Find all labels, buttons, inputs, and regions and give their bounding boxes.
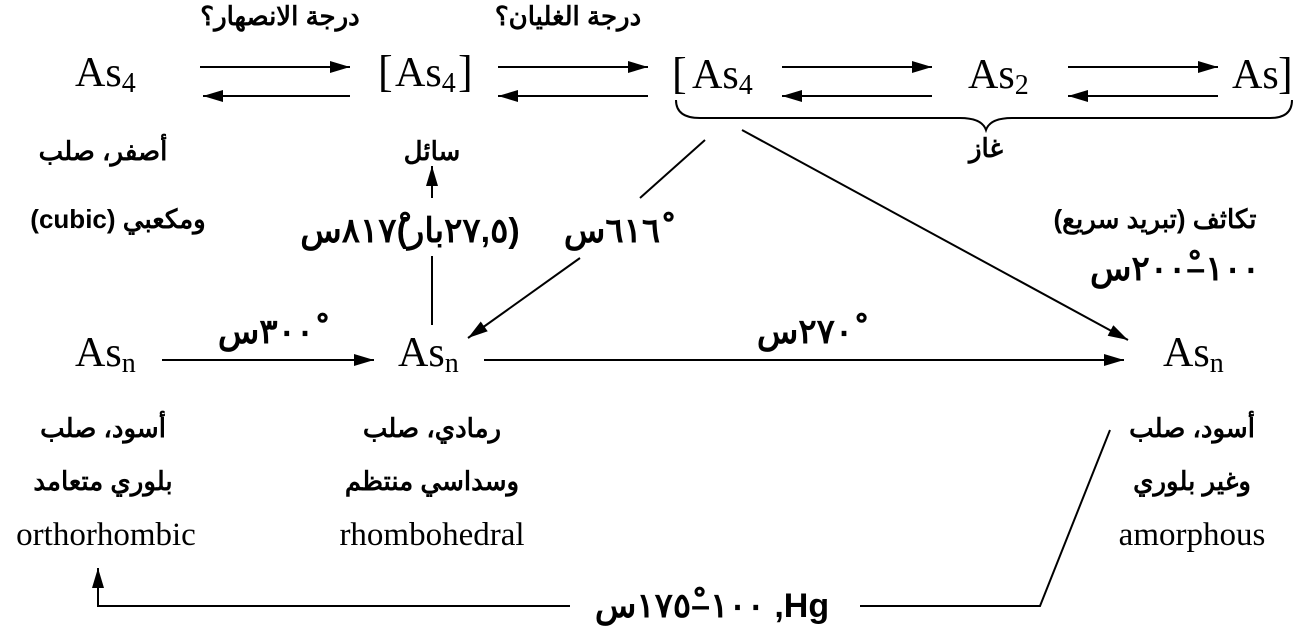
species-as: As <box>1232 52 1279 98</box>
label-orthorhombic: orthorhombic <box>16 517 196 553</box>
species-subscript: 2 <box>1015 70 1029 101</box>
species-base: As <box>692 52 739 98</box>
species-base: As <box>968 52 1015 98</box>
arrow-gas-to-grey-upper <box>639 139 706 199</box>
label-amorphous: amorphous <box>1119 517 1266 553</box>
label-gas: غاز <box>967 133 1003 164</box>
label-rhombohedral: rhombohedral <box>339 517 524 553</box>
arrow-amorphous-to-orthorhombic-left <box>92 568 570 607</box>
label-non-crystalline: وغير بلوري <box>1133 466 1251 497</box>
label-hexagonal-regular: وسداسي منتظم <box>345 466 519 497</box>
bracket-close-gas: ] <box>1278 49 1293 98</box>
species-subscript: n <box>1210 348 1224 379</box>
species-base: As <box>395 50 442 96</box>
label-condensation: تكاثف (تبريد سريع) <box>1054 204 1257 235</box>
species-base: As <box>75 330 122 376</box>
arrow-gas-to-amorphous <box>741 129 1129 341</box>
species-subscript: n <box>122 348 136 379</box>
label-t616: ٦١٦ْس <box>564 211 674 251</box>
species-asn-amorphous: Asn <box>1163 330 1224 379</box>
species-asn-black: Asn <box>75 330 136 379</box>
species-base: As <box>1232 52 1279 98</box>
label-black-solid: أسود، صلب <box>40 410 166 444</box>
species-subscript: n <box>445 348 459 379</box>
arrow-gas-to-grey-lower <box>467 257 581 339</box>
species-base: As <box>398 330 445 376</box>
label-orthorhombic-crystal: بلوري متعامد <box>33 466 172 497</box>
label-grey-solid: رمادي، صلب <box>363 413 501 444</box>
species-subscript: 4 <box>739 70 753 101</box>
species-subscript: 4 <box>442 68 456 99</box>
label-t100-200: ١٠٠–٢٠٠ْس <box>1090 249 1260 289</box>
species-as4-liquid: As4 <box>395 50 456 99</box>
label-t300: ٣٠٠ْس <box>218 312 328 352</box>
bracket-open-liquid: [ <box>378 47 393 96</box>
species-as4-gas: As4 <box>692 52 753 101</box>
label-mercury-condition: Hg, ١٠٠–١٧٥ْس <box>595 586 829 626</box>
label-liquid: سائل <box>404 136 461 166</box>
bracket-open-gas: [ <box>672 49 687 98</box>
arrow-amorphous-to-orthorhombic-right <box>860 429 1111 607</box>
label-t270: ٢٧٠ْس <box>757 312 867 352</box>
species-as4-solid: As4 <box>75 50 136 99</box>
bracket-close-liquid: ] <box>458 47 473 96</box>
label-cubic: ومكعبي (cubic) <box>30 204 205 235</box>
species-asn-grey: Asn <box>398 330 459 379</box>
species-base: As <box>1163 330 1210 376</box>
species-base: As <box>75 50 122 96</box>
gas-brace <box>675 99 1293 134</box>
label-yellow-solid: أصفر، صلب <box>39 133 168 167</box>
melting-point-question: درجة الانصهار؟ <box>200 1 359 32</box>
species-subscript: 4 <box>122 68 136 99</box>
label-pressure-temp: (٢٧,٥بار)٨١٧ْس <box>300 211 519 251</box>
species-as2: As2 <box>968 52 1029 101</box>
boiling-point-question: درجة الغليان؟ <box>495 1 641 32</box>
label-black-solid-amorphous: أسود، صلب <box>1129 410 1255 444</box>
